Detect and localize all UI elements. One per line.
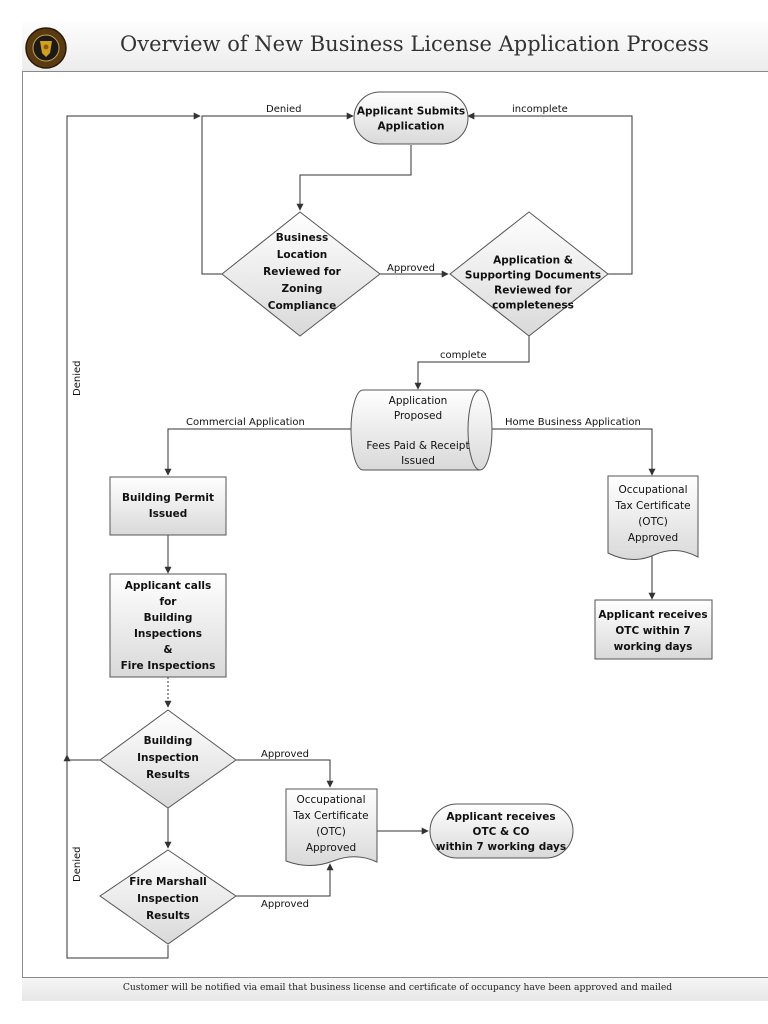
node-text-otc-co-receive: within 7 working days [436, 841, 566, 853]
edge-zoning-denied [201, 112, 354, 275]
edge-docs-incomplete [467, 112, 633, 275]
node-text-zoning: Location [277, 249, 328, 261]
node-text-proposed: Issued [401, 455, 435, 467]
node-text-otc-home-receive: OTC within 7 [615, 625, 690, 637]
node-otc-home-receive [594, 599, 713, 660]
node-text-otc-home: Tax Certificate [614, 500, 690, 512]
node-text-permit: Issued [149, 508, 188, 520]
node-text-otc-home: Approved [628, 532, 678, 544]
node-text-otc-home: Occupational [618, 484, 687, 496]
node-text-zoning: Zoning [282, 283, 323, 295]
footer-bar [22, 977, 768, 1001]
label-approved-building: Approved [261, 749, 309, 760]
label-home: Home Business Application [505, 417, 641, 428]
node-text-inspections: Applicant calls [125, 580, 212, 592]
node-otc-home [607, 475, 699, 560]
edge-home [488, 428, 656, 476]
node-fire-results [99, 849, 237, 945]
edge-fire-approved [236, 863, 334, 897]
edge-docs-complete [414, 336, 530, 390]
node-building-results [99, 709, 237, 809]
node-text-zoning: Reviewed for [263, 266, 342, 278]
node-submit [353, 91, 469, 145]
node-zoning [221, 211, 381, 337]
footer-note: Customer will be notified via email that… [122, 982, 673, 993]
edge-commercial [164, 428, 357, 476]
node-text-inspections: & [163, 644, 172, 656]
node-otc-co-receive [429, 803, 574, 859]
edge-submit-zoning [296, 145, 412, 211]
node-inspections [109, 573, 227, 678]
node-text-inspections: Fire Inspections [121, 660, 216, 672]
node-text-otc-commercial: Approved [306, 842, 356, 854]
node-text-building-results: Building [144, 735, 193, 747]
label-approved-zoning: Approved [387, 263, 435, 274]
node-text-otc-co-receive: OTC & CO [473, 826, 530, 838]
node-text-proposed: Proposed [394, 410, 442, 422]
county-seal-icon [25, 27, 67, 69]
label-approved-fire: Approved [261, 899, 309, 910]
node-text-building-results: Inspection [137, 752, 199, 764]
node-text-otc-commercial: Occupational [296, 794, 365, 806]
label-incomplete: incomplete [512, 104, 568, 115]
node-text-otc-home-receive: working days [614, 641, 693, 653]
node-text-proposed: Application [389, 395, 448, 407]
edge-building-approved [236, 759, 334, 788]
node-text-submit: Application [378, 121, 445, 133]
node-permit [109, 476, 227, 536]
label-commercial: Commercial Application [186, 417, 305, 428]
label-denied-bottom: Denied [72, 847, 83, 882]
header-bar [22, 22, 768, 72]
node-text-otc-commercial: (OTC) [316, 826, 346, 838]
node-text-docs: Application & [493, 255, 573, 267]
label-complete: complete [440, 350, 487, 361]
node-text-docs: Reviewed for [494, 285, 573, 297]
node-text-fire-results: Fire Marshall [129, 876, 206, 888]
node-text-fire-results: Results [146, 910, 190, 922]
label-denied-left: Denied [72, 361, 83, 396]
node-text-building-results: Results [146, 769, 190, 781]
node-text-permit: Building Permit [122, 492, 214, 504]
node-text-zoning: Business [276, 232, 328, 244]
connectors [63, 112, 656, 959]
edge-bottom-denied [63, 754, 169, 959]
node-text-docs: Supporting Documents [465, 270, 601, 282]
node-text-otc-commercial: Tax Certificate [292, 810, 368, 822]
node-docs [449, 211, 609, 337]
node-proposed-edge [467, 389, 481, 471]
node-text-inspections: for [160, 596, 178, 608]
node-text-otc-home-receive: Applicant receives [598, 609, 707, 621]
node-text-otc-co-receive: Applicant receives [446, 811, 555, 823]
edge-left-denied [66, 112, 201, 761]
node-text-docs: completeness [492, 300, 574, 312]
node-text-submit: Applicant Submits [357, 106, 465, 118]
node-text-proposed: Fees Paid & Receipt [366, 440, 469, 452]
node-text-otc-home: (OTC) [638, 516, 668, 528]
node-text-inspections: Building [144, 612, 193, 624]
node-text-zoning: Compliance [268, 300, 336, 312]
node-text-inspections: Inspections [134, 628, 202, 640]
node-otc-commercial [285, 788, 378, 866]
label-denied-top: Denied [266, 104, 301, 115]
node-text-fire-results: Inspection [137, 893, 199, 905]
page-title: Overview of New Business License Applica… [120, 32, 709, 56]
